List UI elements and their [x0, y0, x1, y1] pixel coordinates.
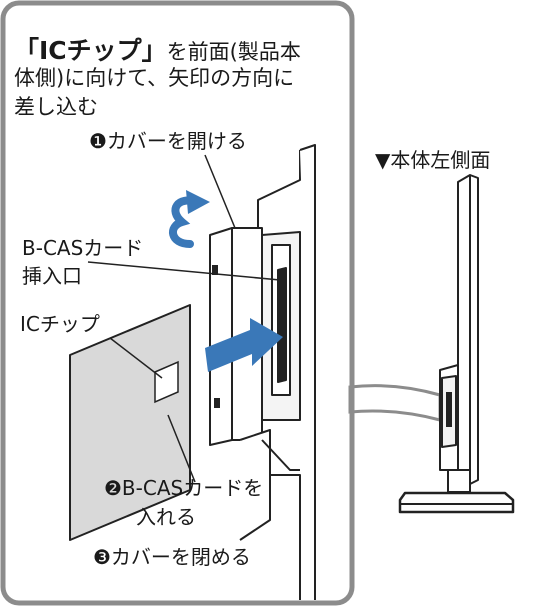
ic-chip: [154, 360, 179, 404]
step-1-label: ❶カバーを開ける: [89, 129, 247, 153]
tv-side-view: [398, 174, 515, 514]
open-cover-arrow: [169, 190, 210, 248]
leader-lines: [87, 154, 281, 483]
instruction-line-1: 「ICチップ」を前面(製品本: [14, 36, 301, 65]
card-slot: [277, 267, 287, 383]
bcas-card: [69, 304, 191, 541]
instruction-line-3: 差し込む: [14, 95, 98, 119]
step-2-label-line-2: 入れる: [136, 505, 196, 529]
instruction-frame: [0, 0, 355, 606]
step-2-label-line-1: ❷B-CASカードを: [104, 476, 264, 500]
step-3-label: ❸カバーを閉める: [93, 545, 251, 569]
insert-arrow: [205, 318, 283, 372]
side-view-title: ▼本体左側面: [375, 148, 491, 172]
ic-chip-label: ICチップ: [20, 312, 100, 336]
instruction-line-2: 体側)に向けて、矢印の方向に: [14, 66, 295, 90]
slot-label-line-1: B-CASカード: [22, 236, 144, 260]
zoom-connector: [348, 384, 442, 422]
slot-label-line-2: 挿入口: [22, 264, 82, 288]
tv-side-closeup: [209, 144, 316, 600]
ic-chip-emphasis: 「ICチップ」: [14, 36, 167, 65]
